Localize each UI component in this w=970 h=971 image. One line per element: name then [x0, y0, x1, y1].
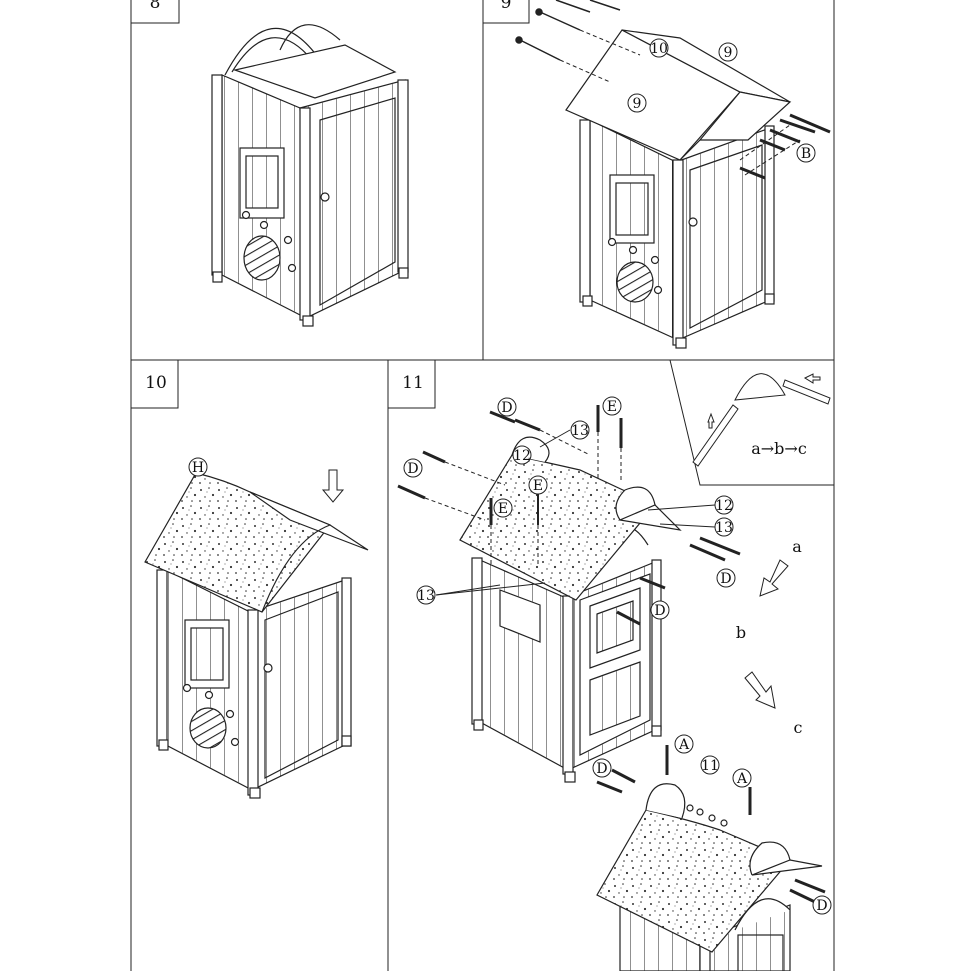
step-9-screws — [515, 0, 831, 180]
substep-arrows — [744, 559, 789, 709]
callout-screw-d-5: D — [596, 761, 607, 777]
step-10-down-arrow — [321, 469, 345, 503]
substep-c-label: c — [794, 718, 803, 737]
callout-part-13-1: 13 — [571, 423, 589, 439]
callout-part-13-3: 13 — [417, 588, 435, 604]
callout-part-13-2: 13 — [715, 520, 733, 536]
callout-screw-a-2: A — [736, 771, 748, 787]
final-house-screws — [596, 745, 826, 904]
panel-frames — [130, 0, 835, 971]
step-8-box: 8 — [130, 0, 180, 24]
callout-screw-a-1: A — [678, 737, 690, 753]
step-11-leader-lines — [435, 429, 716, 596]
step-11-final-house — [596, 783, 823, 971]
step-10-number: 10 — [145, 373, 167, 393]
step-11-illustration — [459, 436, 682, 783]
step-11-box: 11 — [387, 359, 436, 409]
callout-part-12-2: 12 — [715, 498, 733, 514]
inset-sequence-label: a→b→c — [751, 439, 807, 458]
callout-screw-d-6: D — [816, 898, 827, 914]
callout-roof-h: H — [192, 460, 204, 476]
callout-screw-d-2: D — [407, 461, 418, 477]
step-9-illustration — [565, 29, 792, 349]
callout-part-9-front: 9 — [633, 96, 642, 112]
final-house-callouts: A 11 A D D — [592, 734, 832, 915]
substep-b-label: b — [736, 623, 746, 642]
step-10-box: 10 — [130, 359, 179, 409]
callout-part-11: 11 — [701, 758, 719, 774]
step-11-callouts: D E 13 12 D E E 12 13 D 13 D — [403, 396, 736, 620]
callout-part-10: 10 — [650, 41, 668, 57]
step-8-illustration — [211, 24, 409, 327]
callout-screw-e-1: E — [607, 399, 617, 415]
step-10-callouts: H — [188, 457, 208, 477]
callout-screw-d-1: D — [501, 400, 512, 416]
callout-screw-b: B — [801, 146, 811, 162]
callout-screw-e-3: E — [498, 501, 508, 517]
callout-screw-d-4: D — [654, 603, 665, 619]
step-11-number: 11 — [402, 373, 424, 393]
step-10-illustration — [144, 472, 369, 799]
step-8-number: 8 — [150, 0, 161, 13]
step-9-box: 9 — [482, 0, 530, 24]
callout-screw-d-3: D — [720, 571, 731, 587]
step-11-screws — [397, 405, 741, 626]
inset-detail — [669, 359, 834, 486]
callout-screw-e-2: E — [533, 478, 543, 494]
step-9-number: 9 — [501, 0, 512, 13]
callout-part-9-top: 9 — [724, 45, 733, 61]
step-9-callouts: 10 9 9 B — [627, 38, 816, 163]
substep-a-label: a — [792, 537, 802, 556]
callout-part-12-1: 12 — [513, 448, 531, 464]
